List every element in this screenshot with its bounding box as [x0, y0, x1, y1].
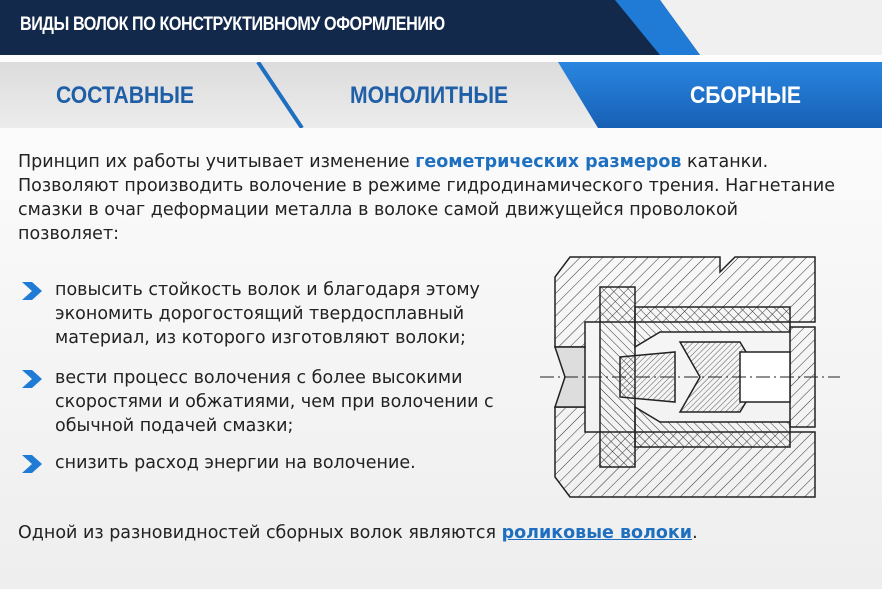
footer-text-main: Одной из разновидностей сборных волок яв…	[18, 523, 502, 543]
roller-dies-link[interactable]: роликовые волоки	[501, 523, 693, 543]
chevron-right-icon	[22, 455, 42, 473]
bullet-item: вести процесс волочения с более высокими…	[55, 368, 494, 436]
tab-bar: СОСТАВНЫЕ МОНОЛИТНЫЕ СБОРНЫЕ	[0, 62, 882, 128]
footer-text: Одной из разновидностей сборных волок яв…	[18, 523, 698, 543]
tab-shapes	[256, 62, 882, 128]
intro-paragraph: Принцип их работы учитывает изменение ге…	[18, 150, 838, 246]
tab-monolitnye[interactable]: МОНОЛИТНЫЕ	[350, 82, 509, 109]
chevron-right-icon	[22, 370, 42, 388]
die-cross-section-diagram	[540, 256, 840, 498]
page-title: ВИДЫ ВОЛОК ПО КОНСТРУКТИВНОМУ ОФОРМЛЕНИЮ	[20, 14, 445, 35]
intro-highlight: геометрических размеров	[415, 152, 682, 172]
header-shape	[0, 0, 700, 55]
intro-text-1: Принцип их работы учитывает изменение	[18, 152, 416, 172]
intro-text-2: катанки. Позволяют производить волочение…	[18, 152, 835, 244]
bullet-item: снизить расход энергии на волочение.	[55, 453, 416, 473]
tab-sostavnye[interactable]: СОСТАВНЫЕ	[56, 82, 194, 109]
chevron-right-icon	[22, 282, 42, 300]
footer-text-end: .	[692, 523, 698, 543]
bullet-item: повысить стойкость волок и благодаря это…	[55, 280, 480, 348]
header-bar: ВИДЫ ВОЛОК ПО КОНСТРУКТИВНОМУ ОФОРМЛЕНИЮ	[0, 0, 882, 55]
tab-sbornye[interactable]: СБОРНЫЕ	[690, 82, 801, 109]
